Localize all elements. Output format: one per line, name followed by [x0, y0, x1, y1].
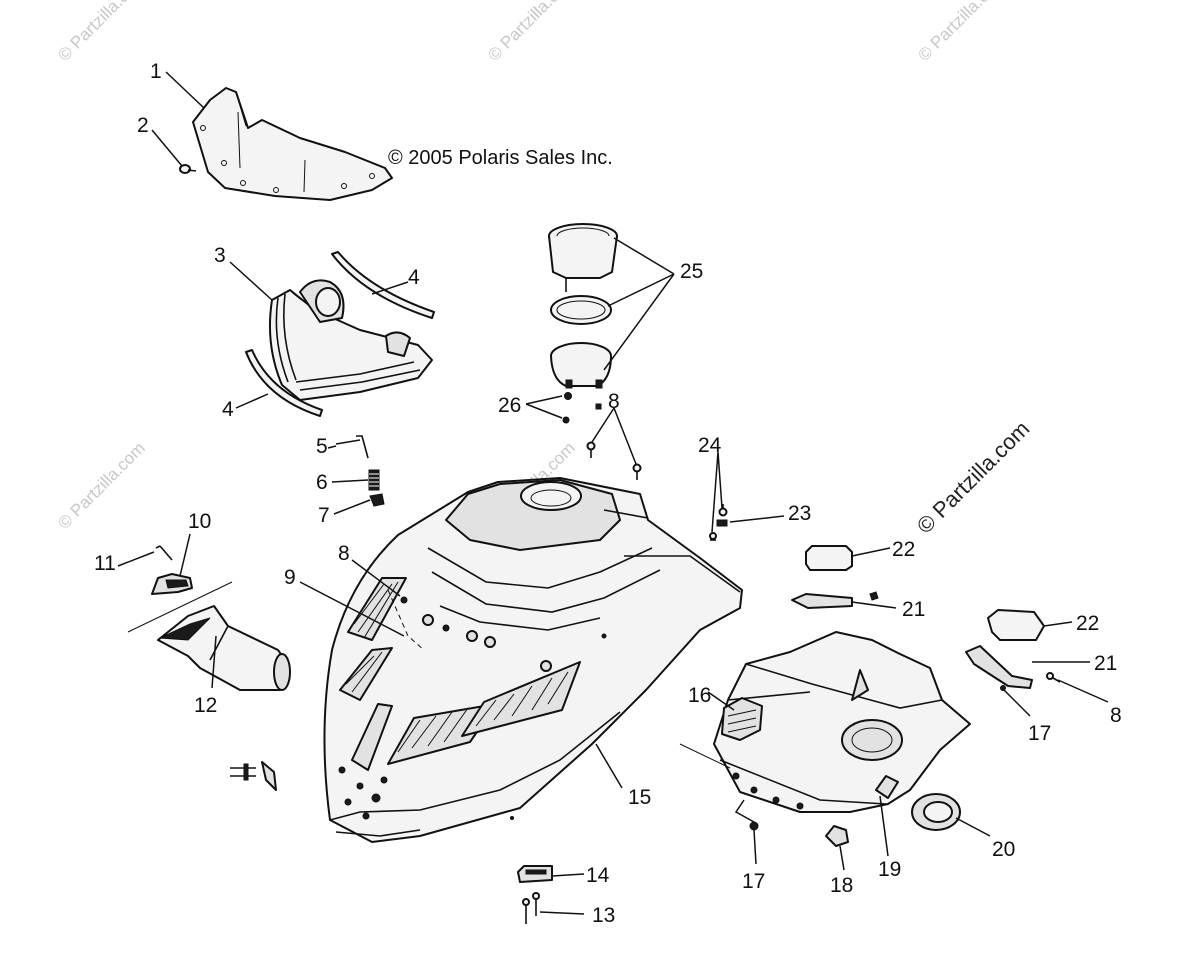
callout-19: 19 — [878, 858, 901, 881]
callout-18: 18 — [830, 874, 853, 897]
callout-5: 5 — [316, 435, 328, 458]
bracket-21-upper — [791, 593, 853, 609]
screw-8-right — [1046, 672, 1061, 683]
callout-22-lower: 22 — [1076, 612, 1099, 635]
pad-22-upper — [805, 545, 853, 571]
windshield-part — [192, 87, 393, 201]
grip-part — [157, 605, 291, 691]
gauge-assembly — [548, 223, 618, 389]
callout-21-upper: 21 — [902, 598, 925, 621]
callout-8-right: 8 — [1110, 704, 1122, 727]
bracket-21-screw — [869, 591, 879, 601]
callout-23: 23 — [788, 502, 811, 525]
windshield-screw — [179, 164, 197, 174]
headlight-trim-lower — [245, 349, 323, 417]
reference-line-19 — [679, 743, 731, 769]
nut-17-lower — [749, 821, 759, 831]
callout-3: 3 — [214, 244, 226, 267]
nut-part-c — [595, 403, 602, 410]
callout-24: 24 — [698, 434, 722, 457]
pin-part — [335, 435, 369, 459]
pad-22-lower — [987, 609, 1045, 641]
callout-26: 26 — [498, 394, 521, 417]
nut-17-upper — [1000, 685, 1006, 691]
callout-15: 15 — [628, 786, 651, 809]
callout-12: 12 — [194, 694, 217, 717]
callout-7: 7 — [318, 504, 330, 527]
leader-lines — [117, 71, 1109, 915]
reference-line — [127, 581, 233, 633]
callout-8-left: 8 — [338, 542, 350, 565]
fastener-part — [709, 504, 728, 541]
callout-20: 20 — [992, 838, 1015, 861]
clip-part — [369, 493, 385, 507]
connector-part — [230, 761, 277, 791]
callout-25: 25 — [680, 260, 703, 283]
watermarks: © Partzilla.com © Partzilla.com © Partzi… — [54, 0, 1008, 533]
watermark-top-right: © Partzilla.com — [914, 0, 1008, 65]
nut-part-a — [564, 392, 572, 400]
callout-6: 6 — [316, 471, 328, 494]
watermark-top-center: © Partzilla.com — [484, 0, 578, 65]
grommet-part-20 — [911, 793, 961, 831]
nut-part-b — [562, 416, 570, 424]
callout-labels: 1 2 3 4 4 5 6 7 8 8 8 9 10 11 12 13 14 1… — [94, 60, 1122, 927]
callout-1: 1 — [150, 60, 162, 83]
callout-4-lower: 4 — [222, 398, 234, 421]
small-bracket-14 — [517, 865, 553, 883]
callout-4-upper: 4 — [408, 266, 420, 289]
watermark-mid-left: © Partzilla.com — [54, 438, 148, 532]
hood-part — [323, 477, 743, 843]
callout-22-upper: 22 — [892, 538, 915, 561]
bracket-part — [151, 545, 193, 595]
spring-part — [368, 469, 380, 491]
callout-14: 14 — [586, 864, 610, 887]
callout-17-upper: 17 — [1028, 722, 1051, 745]
hood-screws — [586, 441, 642, 480]
callout-21-lower: 21 — [1094, 652, 1117, 675]
headlight-part — [268, 279, 433, 401]
callout-16: 16 — [688, 684, 711, 707]
copyright-text: © 2005 Polaris Sales Inc. — [388, 147, 613, 169]
callout-17-lower: 17 — [742, 870, 765, 893]
callout-13: 13 — [592, 904, 615, 927]
clip-part-18 — [825, 825, 849, 847]
push-pins-13 — [522, 892, 540, 924]
headlight-trim-upper — [331, 251, 435, 319]
callout-2: 2 — [137, 114, 149, 137]
bracket-21-lower — [965, 645, 1033, 689]
partzilla-watermark: © Partzilla.com — [912, 416, 1035, 539]
callout-9: 9 — [284, 566, 296, 589]
belly-pan-part — [713, 631, 971, 813]
callout-10: 10 — [188, 510, 211, 533]
callout-8-top: 8 — [608, 390, 620, 413]
watermark-top-left: © Partzilla.com — [54, 0, 148, 65]
callout-11: 11 — [94, 552, 116, 575]
